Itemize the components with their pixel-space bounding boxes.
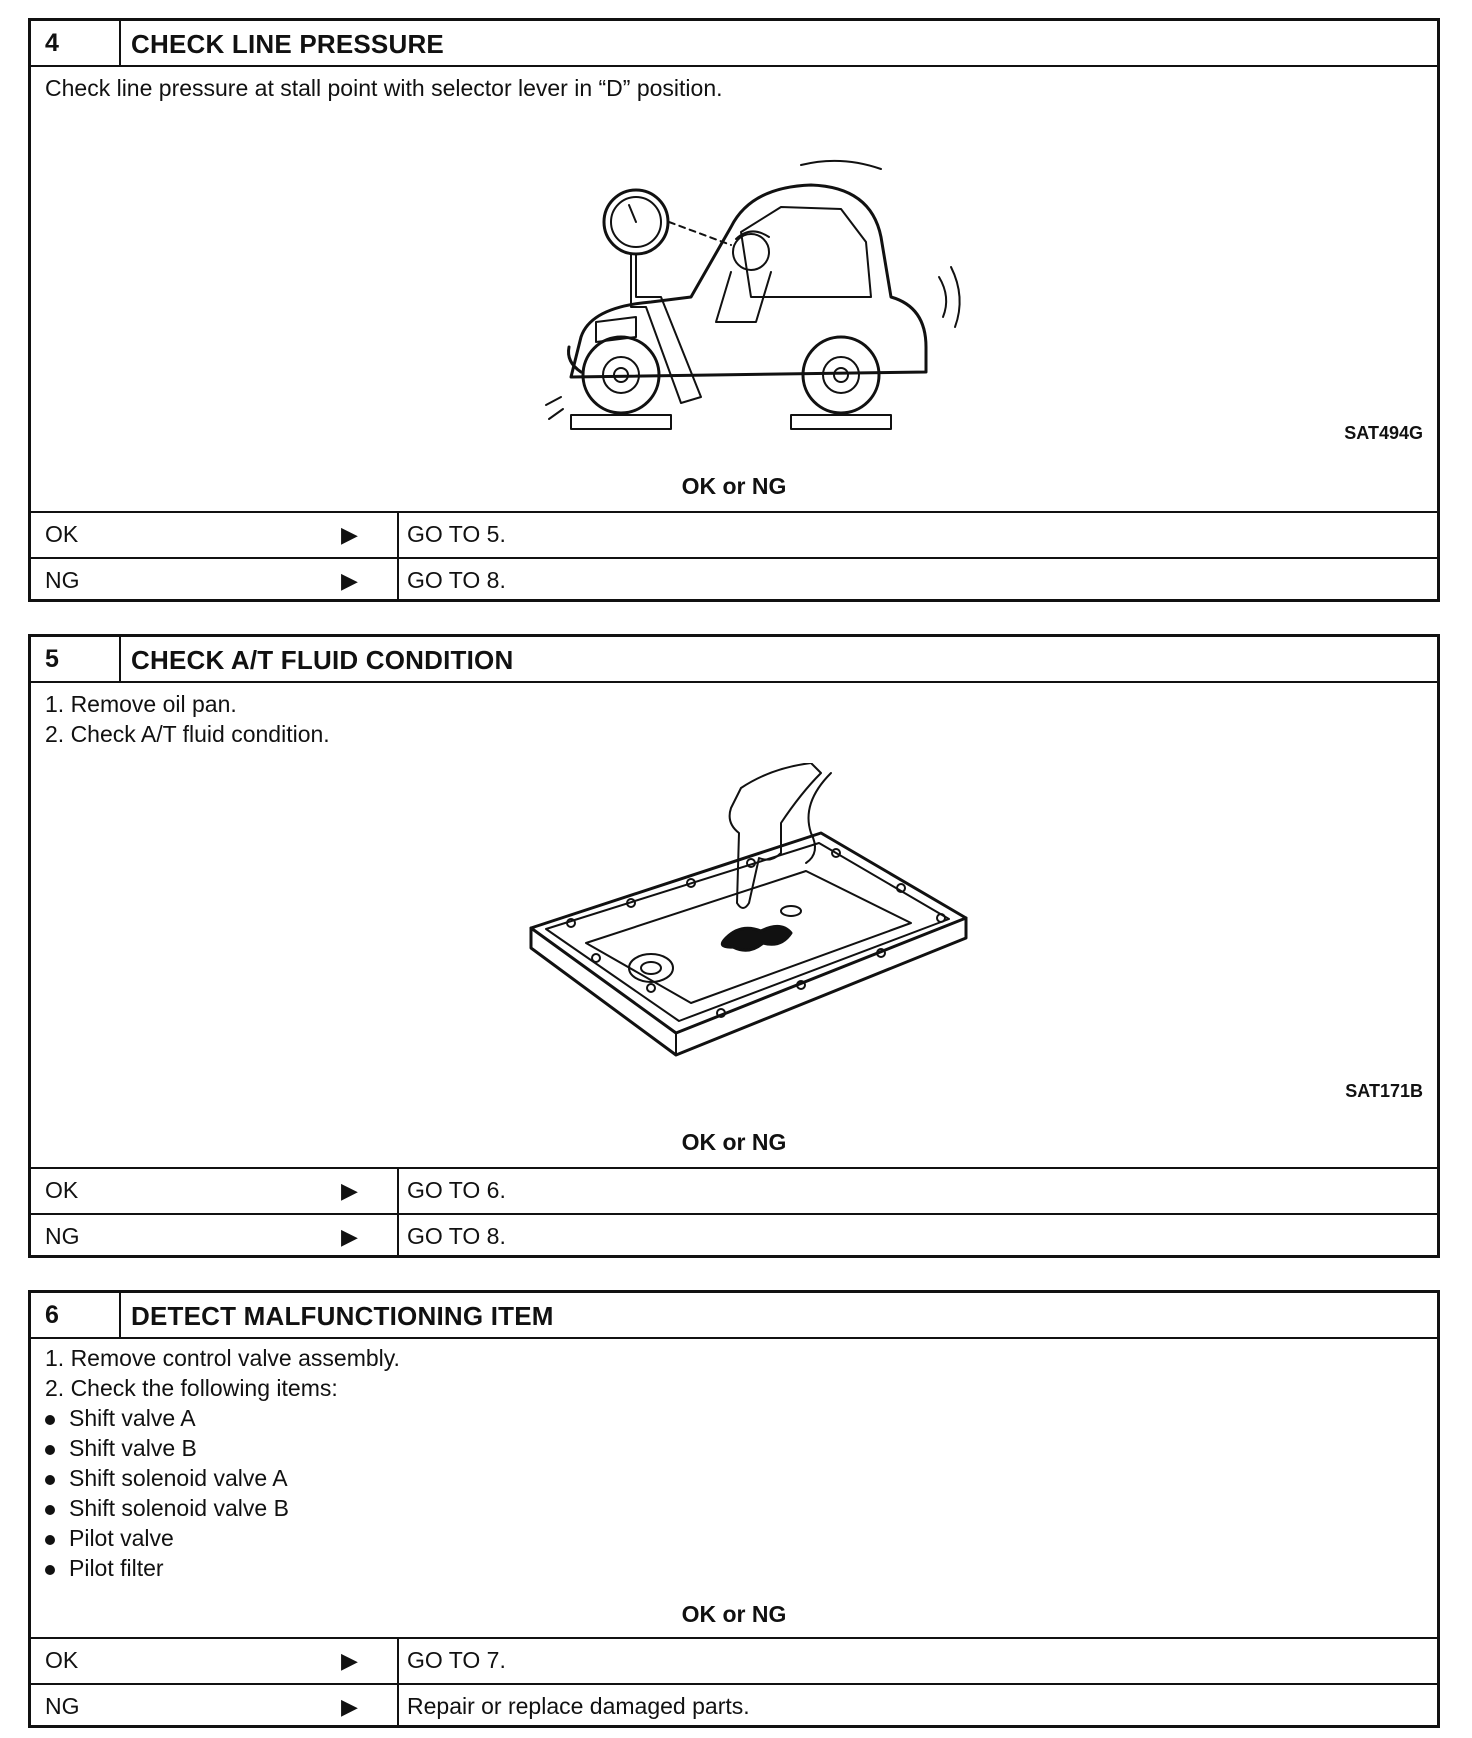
result-label: OK (45, 1177, 79, 1203)
step-number: 6 (31, 1293, 121, 1337)
result-action: Repair or replace damaged parts. (397, 1685, 1437, 1727)
bullet-icon (45, 1444, 55, 1455)
step-body: 1. Remove oil pan. 2. Check A/T fluid co… (31, 683, 1437, 1169)
step-6-section: 6 DETECT MALFUNCTIONING ITEM 1. Remove c… (28, 1290, 1440, 1728)
bullet-icon (45, 1564, 55, 1575)
step-number: 4 (31, 21, 121, 65)
arrow-right-icon: ▶ (341, 1648, 358, 1673)
ok-or-ng-label: OK or NG (681, 473, 787, 499)
ok-or-ng-label: OK or NG (681, 1129, 787, 1155)
result-action: GO TO 8. (397, 559, 1437, 601)
arrow-right-icon: ▶ (341, 1694, 358, 1719)
instruction-line: 2. Check the following items: (45, 1375, 338, 1401)
result-row-ng: NG ▶ Repair or replace damaged parts. (31, 1683, 1437, 1727)
instruction-line: Check line pressure at stall point with … (45, 75, 723, 101)
step-title: CHECK A/T FLUID CONDITION (131, 645, 514, 675)
figure-code: SAT494G (1344, 423, 1423, 443)
oil-pan-illustration (529, 763, 968, 1057)
list-item: Pilot filter (45, 1553, 164, 1583)
arrow-right-icon: ▶ (341, 568, 358, 593)
arrow-right-icon: ▶ (341, 522, 358, 547)
result-label: NG (45, 1223, 80, 1249)
bullet-icon (45, 1414, 55, 1425)
result-action: GO TO 6. (397, 1169, 1437, 1213)
result-row-ok: OK ▶ GO TO 5. (31, 513, 1437, 557)
result-label: OK (45, 521, 79, 547)
list-item: Shift solenoid valve A (45, 1463, 288, 1493)
bullet-icon (45, 1474, 55, 1485)
step-title: CHECK LINE PRESSURE (131, 29, 444, 59)
step-header: 4 CHECK LINE PRESSURE (31, 21, 1437, 67)
result-label: NG (45, 1693, 80, 1719)
step-5-section: 5 CHECK A/T FLUID CONDITION 1. Remove oi… (28, 634, 1440, 1258)
step-header: 5 CHECK A/T FLUID CONDITION (31, 637, 1437, 683)
step-title: DETECT MALFUNCTIONING ITEM (131, 1301, 554, 1331)
step-body: Check line pressure at stall point with … (31, 67, 1437, 513)
result-row-ng: NG ▶ GO TO 8. (31, 1213, 1437, 1257)
arrow-right-icon: ▶ (341, 1224, 358, 1249)
step-body: 1. Remove control valve assembly. 2. Che… (31, 1339, 1437, 1639)
result-action: GO TO 7. (397, 1639, 1437, 1683)
result-row-ok: OK ▶ GO TO 6. (31, 1169, 1437, 1213)
step-4-section: 4 CHECK LINE PRESSURE Check line pressur… (28, 18, 1440, 602)
instruction-line: 1. Remove oil pan. (45, 691, 237, 717)
result-label: OK (45, 1647, 79, 1673)
result-action: GO TO 5. (397, 513, 1437, 557)
list-item: Shift valve A (45, 1403, 196, 1433)
step-number: 5 (31, 637, 121, 681)
list-item: Pilot valve (45, 1523, 174, 1553)
arrow-right-icon: ▶ (341, 1178, 358, 1203)
bullet-icon (45, 1504, 55, 1515)
result-row-ng: NG ▶ GO TO 8. (31, 557, 1437, 601)
car-pressure-gauge-illustration (545, 159, 961, 430)
instruction-line: 2. Check A/T fluid condition. (45, 721, 330, 747)
instruction-line: 1. Remove control valve assembly. (45, 1345, 400, 1371)
figure-code: SAT171B (1345, 1081, 1423, 1101)
result-action: GO TO 8. (397, 1215, 1437, 1257)
result-row-ok: OK ▶ GO TO 7. (31, 1639, 1437, 1683)
list-item: Shift valve B (45, 1433, 197, 1463)
result-label: NG (45, 567, 80, 593)
bullet-icon (45, 1534, 55, 1545)
step-header: 6 DETECT MALFUNCTIONING ITEM (31, 1293, 1437, 1339)
ok-or-ng-label: OK or NG (681, 1601, 787, 1627)
list-item: Shift solenoid valve B (45, 1493, 289, 1523)
